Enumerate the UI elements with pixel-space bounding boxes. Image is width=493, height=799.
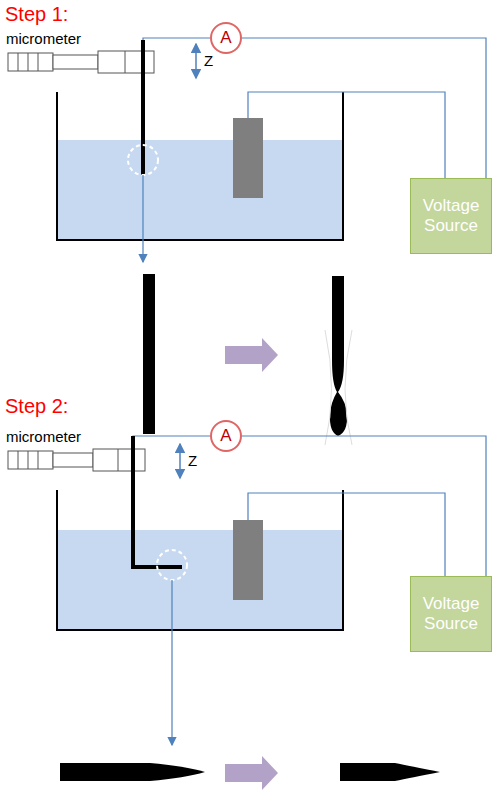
wire <box>242 436 486 576</box>
node-text: Voltage Source <box>415 594 487 633</box>
axis-label: Z <box>204 52 213 69</box>
step-heading: Step 2: <box>5 395 68 418</box>
step-heading: Step 1: <box>5 3 68 26</box>
ammeter-circle: A <box>210 420 242 452</box>
axis-label: Z <box>188 452 197 469</box>
step1-setup <box>8 38 445 445</box>
ammeter-circle: A <box>210 22 242 54</box>
voltage-source-box: Voltage Source <box>410 576 492 652</box>
node-text: Voltage Source <box>415 196 487 235</box>
part-label: micrometer <box>6 30 81 47</box>
node-text: A <box>220 426 231 446</box>
step2-setup <box>8 436 445 790</box>
part-label: micrometer <box>6 428 81 445</box>
voltage-source-box: Voltage Source <box>410 178 492 254</box>
wire <box>242 38 486 178</box>
node-text: A <box>220 28 231 48</box>
